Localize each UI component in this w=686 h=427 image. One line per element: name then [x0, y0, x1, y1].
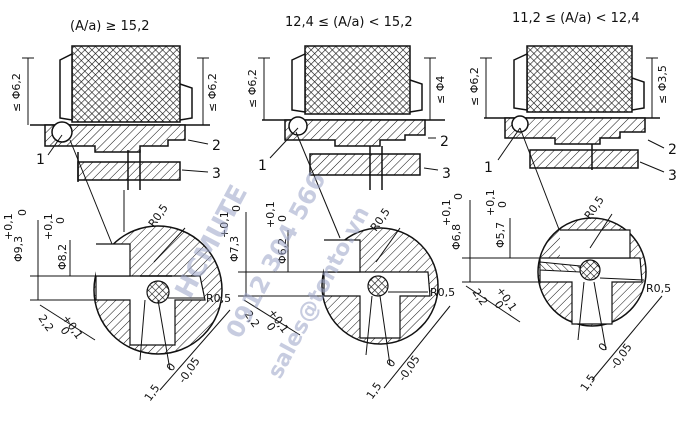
radius-bottom: R0,5: [430, 286, 455, 299]
dim-right-diameter: ≤ Φ3,5: [656, 65, 669, 104]
radius-bottom: R0,5: [646, 282, 671, 295]
depth-tol-upper: 0: [384, 357, 399, 370]
detail-dia-1-tol-upper: +0,1: [2, 213, 15, 240]
radius-top: R0,5: [582, 194, 607, 222]
dim-right-diameter: ≤ Φ6,2: [206, 73, 219, 112]
depth-value: 1,5: [142, 382, 163, 404]
detail-dia-1-tol-upper: +0,1: [440, 199, 453, 226]
condition-label: 12,4 ≤ (A/a) < 15,2: [285, 15, 413, 30]
detail-dia-2: Φ6,2: [276, 238, 289, 264]
part-label-3: 3: [668, 168, 677, 184]
detail-dia-1: Φ7,3: [228, 236, 241, 262]
leaders: [47, 134, 209, 245]
part-label-2: 2: [440, 134, 449, 150]
detail-dia-1-tol-lower: 0: [16, 209, 29, 216]
detail-view: [93, 225, 223, 355]
detail-dia-1: Φ6,8: [450, 224, 463, 250]
depth-tol-lower: -0,05: [176, 355, 203, 386]
part-label-1: 1: [36, 152, 45, 168]
part-label-2: 2: [212, 138, 221, 154]
groove-tol-lower: 0: [492, 298, 507, 311]
radius-top: R0,5: [146, 202, 171, 230]
panel-3: 11,2 ≤ (A/a) < 12,4 ≤ Φ6,2 ≤ Φ3,5 1 2: [440, 11, 677, 394]
detail-dia-2-tol-upper: +0,1: [484, 189, 497, 216]
groove-width: 2,2: [36, 312, 57, 334]
detail-dia-2-tol-lower: 0: [54, 217, 67, 224]
part-label-1: 1: [258, 158, 267, 174]
upper-assembly: [262, 45, 445, 190]
panel-2: 12,4 ≤ (A/a) < 15,2 ≤ Φ6,2 ≤ Φ4 1 2: [218, 15, 455, 402]
detail-dia-2-tol-upper: +0,1: [264, 201, 277, 228]
detail-dia-1: Φ9,3: [12, 236, 25, 262]
dim-left-diameter: ≤ Φ6,2: [468, 67, 481, 106]
upper-assembly: [30, 45, 210, 190]
part-label-1: 1: [484, 160, 493, 176]
part-label-3: 3: [212, 166, 221, 182]
condition-label: 11,2 ≤ (A/a) < 12,4: [512, 11, 640, 26]
groove-tol-lower: 0: [264, 320, 279, 333]
dim-right-diameter: ≤ Φ4: [434, 76, 447, 104]
detail-dimension-lines: [462, 200, 663, 381]
detail-dia-1-tol-lower: 0: [230, 205, 243, 212]
vertical-dimensions: [258, 57, 436, 120]
depth-value: 1,5: [364, 380, 385, 402]
groove-tol-lower: 0: [58, 324, 73, 337]
vertical-dimensions: [480, 57, 658, 118]
part-label-2: 2: [668, 142, 677, 158]
detail-dimension-lines: [238, 212, 451, 389]
depth-tol-upper: 0: [596, 341, 611, 354]
detail-dia-2: Φ5,7: [494, 222, 507, 248]
detail-dia-2: Φ8,2: [56, 244, 69, 270]
vertical-dimensions: [22, 57, 209, 125]
detail-dia-1-tol-upper: +0,1: [218, 211, 231, 238]
detail-dia-1-tol-lower: 0: [452, 193, 465, 200]
detail-dia-2-tol-upper: +0,1: [42, 213, 55, 240]
detail-dia-2-tol-lower: 0: [276, 215, 289, 222]
leaders: [269, 127, 439, 239]
detail-dimension-lines: [30, 220, 231, 391]
dim-left-diameter: ≤ Φ6,2: [10, 73, 23, 112]
condition-label: (A/a) ≥ 15,2: [70, 19, 150, 34]
dim-left-diameter: ≤ Φ6,2: [246, 69, 259, 108]
groove-width: 2,2: [470, 286, 491, 308]
radius-bottom: R0,5: [206, 292, 231, 305]
leaders: [497, 127, 665, 233]
part-label-3: 3: [442, 166, 451, 182]
upper-assembly: [484, 45, 660, 170]
panel-1: (A/a) ≥ 15,2 ≤ Φ6,2 ≤ Φ6,2: [2, 19, 231, 404]
detail-dia-2-tol-lower: 0: [496, 201, 509, 208]
detail-view: [537, 217, 647, 327]
